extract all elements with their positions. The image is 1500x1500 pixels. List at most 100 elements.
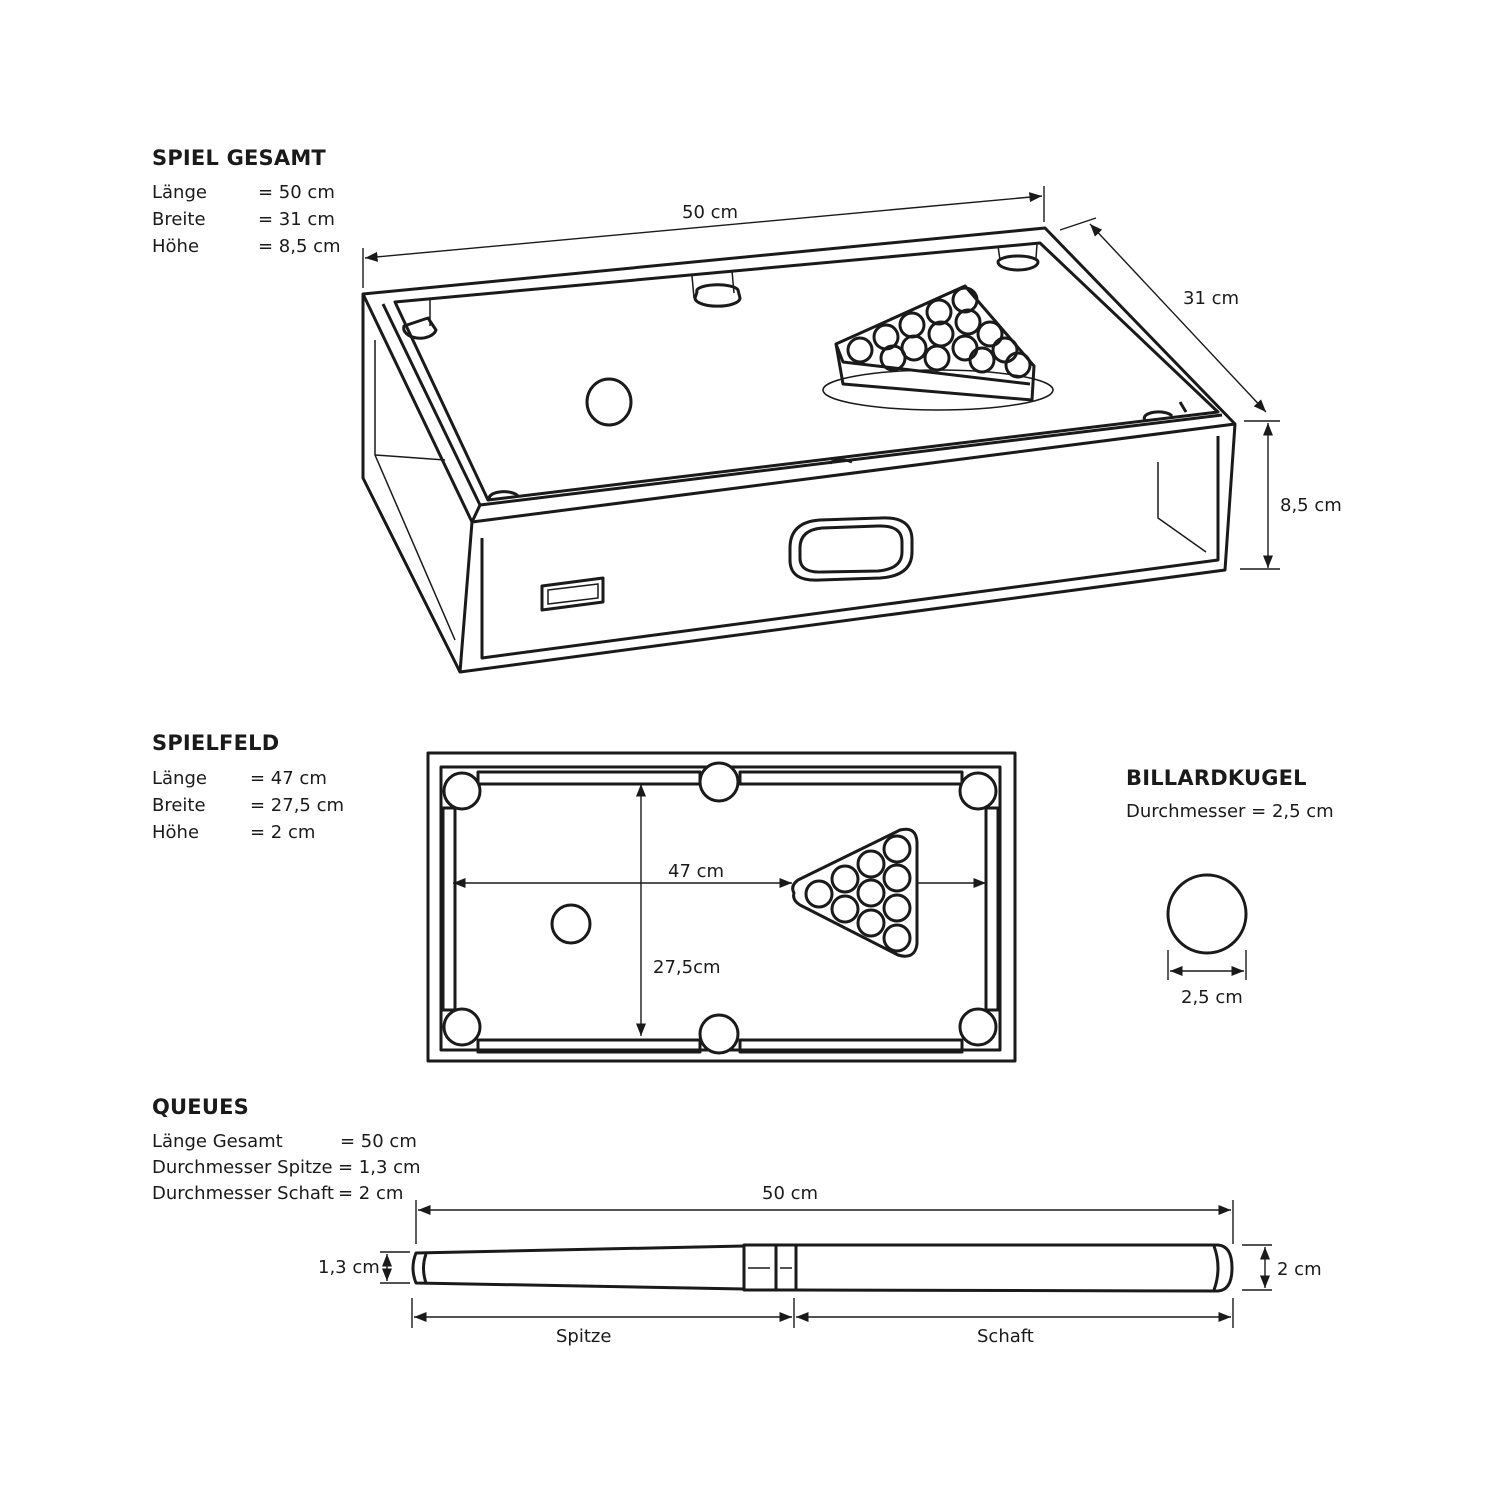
spec-label: Breite	[152, 795, 206, 816]
rack-ball	[925, 298, 953, 326]
rack-top-outline	[791, 827, 919, 958]
field-outer-frame	[426, 751, 1017, 1063]
cushion-right	[984, 806, 1000, 1012]
dim-label-cue-length: 50 cm	[762, 1183, 818, 1204]
spec-label: Länge Gesamt	[152, 1131, 283, 1152]
rack-outline	[834, 284, 1036, 402]
play-field-edge	[393, 241, 1220, 502]
pocket-corner	[958, 771, 998, 811]
rack-ball	[923, 344, 951, 372]
spec-row-field-length: Länge = 47 cm	[152, 768, 327, 789]
billiard-ball	[1166, 873, 1248, 955]
pocket-corner	[442, 1007, 482, 1047]
rack-ball	[830, 894, 860, 924]
spec-value: = 2 cm	[338, 1183, 404, 1204]
drawer-label-inner	[547, 583, 599, 605]
body-panel-lines	[374, 454, 1207, 553]
pocket-corner	[958, 1007, 998, 1047]
section-title-field: SPIELFELD	[152, 731, 280, 755]
rack-ball	[804, 879, 834, 909]
spec-value: = 50 cm	[258, 182, 335, 203]
cue-butt-section	[795, 1243, 1234, 1293]
cushion-top-left	[476, 770, 702, 786]
spec-label: Höhe	[152, 236, 200, 257]
spec-value: = 47 cm	[250, 768, 327, 789]
rim-front-edge	[361, 293, 1236, 524]
table-outline	[361, 226, 1237, 674]
rack-ball	[898, 311, 926, 339]
spec-label: Breite	[152, 209, 206, 230]
dim-label-field-length: 47 cm	[668, 861, 724, 882]
cushion-top-right	[738, 770, 964, 786]
dim-label-cue-butt: 2 cm	[1277, 1259, 1322, 1280]
spec-value: = 50 cm	[340, 1131, 417, 1152]
rack-ball	[856, 849, 886, 879]
pocket-top-right	[996, 254, 1040, 272]
rack-ball	[954, 308, 982, 336]
rack-ball	[856, 878, 886, 908]
rack-ball	[1004, 351, 1032, 379]
pocket-top-left	[402, 316, 438, 340]
drawer-label-plate	[540, 576, 605, 612]
spec-row-cue-length: Länge Gesamt = 50 cm	[152, 1131, 417, 1152]
rack-ball	[968, 346, 996, 374]
rail-marks	[429, 243, 1038, 326]
rim-corner	[470, 504, 482, 523]
section-title-cue: QUEUES	[152, 1095, 249, 1119]
dim-label-cue-tip: 1,3 cm	[318, 1257, 380, 1278]
spec-row-cue-butt: Durchmesser Schaft = 2 cm	[152, 1183, 403, 1204]
handle-cutout	[788, 516, 914, 582]
handle-inner	[798, 524, 904, 574]
spec-label: Höhe	[152, 822, 200, 843]
field-top-view: 47 cm 27,5cm	[426, 751, 1017, 1063]
rack-ball	[951, 334, 979, 362]
spec-row-game-width: Breite = 31 cm	[152, 209, 335, 230]
spec-value: = 31 cm	[258, 209, 335, 230]
rack-edge	[834, 343, 1031, 386]
rack-ball	[879, 344, 907, 372]
cue-butt-cap	[1212, 1245, 1220, 1291]
table-3d-drawing: 50 cm 31 cm 8,5 cm	[361, 186, 1342, 674]
spec-row-game-height: Höhe = 8,5 cm	[152, 236, 341, 257]
pocket-top-middle	[693, 283, 742, 308]
cue-ball-3d	[585, 377, 633, 427]
cushion-bottom-left	[476, 1038, 702, 1054]
spec-row-field-width: Breite = 27,5 cm	[152, 795, 344, 816]
spec-label: Länge	[152, 768, 207, 789]
dim-label-height: 8,5 cm	[1280, 495, 1342, 516]
dim-label-length: 50 cm	[682, 202, 738, 223]
section-title-ball: BILLARDKUGEL	[1126, 766, 1307, 790]
spec-row-ball-diameter: Durchmesser = 2,5 cm	[1126, 801, 1334, 822]
pocket-bottom-left	[487, 490, 520, 501]
rim-inner-edge	[381, 303, 1223, 507]
spec-row-field-height: Höhe = 2 cm	[152, 822, 315, 843]
pocket-side	[698, 1013, 740, 1055]
dim-line-width	[1089, 223, 1267, 413]
section-title-game: SPIEL GESAMT	[152, 146, 326, 170]
rack-ball	[882, 923, 912, 953]
rack-ball	[830, 864, 860, 894]
cushion-left	[441, 806, 457, 1012]
rack-balls-3d	[846, 286, 1032, 379]
cue-drawing: 50 cm 1,3 cm 2 cm Spitze Schaft	[318, 1183, 1322, 1347]
rack-ball	[927, 320, 955, 348]
rack-ball	[882, 893, 912, 923]
rack-ball	[882, 834, 912, 864]
body-front-corner	[458, 521, 474, 673]
dim-label-width: 31 cm	[1183, 288, 1239, 309]
pocket-bottom-middle	[828, 458, 853, 465]
rack-ball	[882, 863, 912, 893]
spec-label: Länge	[152, 182, 207, 203]
dim-line-length	[364, 192, 1043, 262]
spec-row-game-length: Länge = 50 cm	[152, 182, 335, 203]
body-left-panel	[374, 340, 456, 641]
cue-tip-section	[411, 1244, 746, 1291]
rack-ball	[991, 336, 1019, 364]
rack-ball	[951, 286, 979, 314]
cue-tip-ferrule	[422, 1253, 428, 1284]
spec-value: = 2 cm	[250, 822, 316, 843]
spec-row-cue-tip: Durchmesser Spitze = 1,3 cm	[152, 1157, 421, 1178]
rack-ball	[846, 336, 874, 364]
rack-ball	[856, 908, 886, 938]
